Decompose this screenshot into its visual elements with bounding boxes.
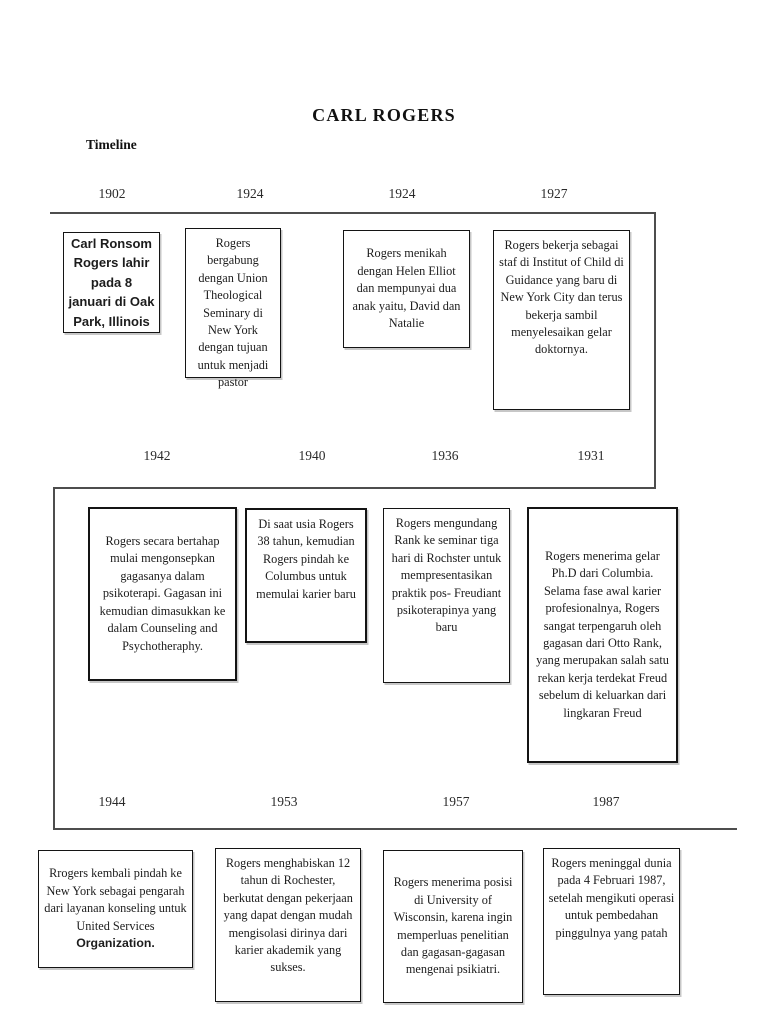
event-box-1927-institute: Rogers bekerja sebagai staf di Institut … — [493, 230, 630, 410]
event-text: Rogers menerima gelar Ph.D dari Columbia… — [536, 548, 669, 720]
year-label-1940: 1940 — [298, 448, 326, 463]
event-text: Rogers menerima posisi di University of … — [393, 875, 513, 977]
timeline-line-row3 — [53, 828, 737, 830]
event-box-1924-marriage: Rogers menikah dengan Helen Elliot dan m… — [343, 230, 470, 348]
year-label-1924-b: 1924 — [388, 186, 416, 201]
page-title: CARL ROGERS — [312, 105, 456, 125]
year-label-1902: 1902 — [98, 186, 126, 201]
event-text: Rogers mengundang Rank ke seminar tiga h… — [391, 516, 502, 635]
event-text: Rogers menikah dengan Helen Elliot dan m… — [352, 246, 461, 331]
event-box-1936-rank-seminar: Rogers mengundang Rank ke seminar tiga h… — [383, 508, 510, 683]
year-label-1957: 1957 — [442, 794, 470, 809]
timeline-connector-left — [53, 487, 55, 830]
event-text: Rogers secara bertahap mulai mengonsepka… — [99, 534, 226, 653]
event-box-1940-columbus: Di saat usia Rogers 38 tahun, kemudian R… — [245, 508, 367, 643]
event-text-bold: Organization. — [76, 936, 155, 951]
event-box-1924-seminary: Rogers bergabung dengan Union Theologica… — [185, 228, 281, 389]
year-label-1942: 1942 — [143, 448, 171, 463]
event-box-1944-uso: Rrogers kembali pindah ke New York sebag… — [38, 850, 193, 968]
event-text: Rogers bekerja sebagai staf di Institut … — [499, 238, 624, 357]
year-label-1987: 1987 — [592, 794, 620, 809]
event-box-1957-wisconsin: Rogers menerima posisi di University of … — [383, 850, 523, 1003]
year-label-1944: 1944 — [98, 794, 126, 809]
year-label-1953: 1953 — [270, 794, 298, 809]
year-label-1924-a: 1924 — [236, 186, 264, 201]
event-text: Carl Ronsom Rogers lahir pada 8 januari … — [68, 235, 155, 329]
timeline-line-row1 — [50, 212, 656, 214]
event-box-1931-phd: Rogers menerima gelar Ph.D dari Columbia… — [527, 507, 678, 763]
event-box-1987-death: Rogers meninggal dunia pada 4 Februari 1… — [543, 848, 680, 995]
event-box-1953-rochester: Rogers menghabiskan 12 tahun di Rocheste… — [215, 848, 361, 1002]
timeline-connector-right — [654, 212, 656, 489]
event-text-main: Rrogers kembali pindah ke New York sebag… — [44, 866, 187, 933]
event-text: Rrogers kembali pindah ke New York sebag… — [43, 865, 188, 952]
year-label-1931: 1931 — [577, 448, 605, 463]
year-label-1936: 1936 — [431, 448, 459, 463]
event-box-1942-counseling: Rogers secara bertahap mulai mengonsepka… — [88, 507, 237, 681]
timeline-line-row2 — [53, 487, 656, 489]
year-label-1927: 1927 — [540, 186, 568, 201]
event-text: Di saat usia Rogers 38 tahun, kemudian R… — [256, 517, 356, 601]
event-text: Rogers bergabung dengan Union Theologica… — [197, 236, 269, 390]
timeline-heading: Timeline — [86, 137, 137, 152]
event-box-1902-birth: Carl Ronsom Rogers lahir pada 8 januari … — [63, 232, 160, 333]
event-text: Rogers menghabiskan 12 tahun di Rocheste… — [223, 856, 353, 975]
event-text: Rogers meninggal dunia pada 4 Februari 1… — [548, 856, 675, 940]
